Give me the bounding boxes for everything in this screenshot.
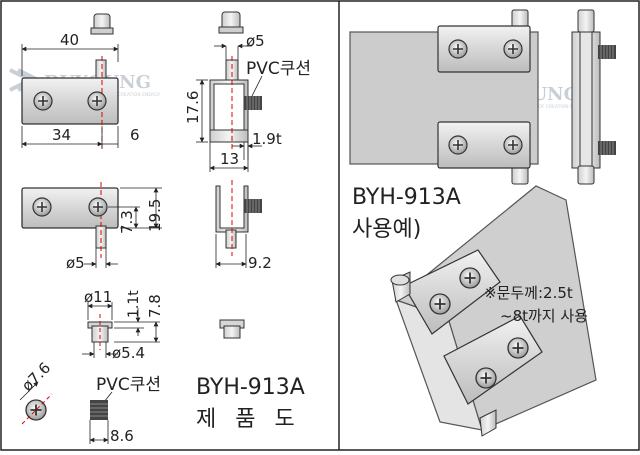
svg-text:6: 6 xyxy=(130,126,140,144)
usage-title: 사용예) xyxy=(352,217,421,242)
side-view-body xyxy=(209,56,263,150)
screw-side-view xyxy=(89,400,109,444)
front-side-view xyxy=(215,180,263,256)
pvc-cushion-part xyxy=(87,314,113,350)
top-view-cap xyxy=(90,13,114,35)
dim-bottom-pin: ø5 xyxy=(66,248,118,272)
dim-cushion-outer: ø11 xyxy=(84,288,113,320)
side-view-cap xyxy=(218,11,244,34)
model-name-right: BYH-913A xyxy=(352,185,461,210)
dim-screw-length: 8.6 xyxy=(110,427,134,445)
svg-text:17.6: 17.6 xyxy=(184,91,202,124)
svg-text:13: 13 xyxy=(220,150,239,168)
dim-40: 40 xyxy=(21,31,119,76)
svg-text:19.5: 19.5 xyxy=(146,199,164,232)
dim-pin-diameter: ø5 xyxy=(214,32,265,62)
pvc-cushion-label-top: PVC쿠션 xyxy=(246,59,311,79)
svg-text:9.2: 9.2 xyxy=(248,254,272,272)
door-thickness-note-line1: ※문두께:2.5t xyxy=(484,284,573,302)
pvc-cushion-label-bottom: PVC쿠션 xyxy=(96,375,161,395)
top-view-plate xyxy=(21,56,119,150)
svg-text:ø7.6: ø7.6 xyxy=(18,359,54,395)
drawing-title: 제 품 도 xyxy=(196,407,301,432)
dim-7-3-19-5: 7.3 19.5 xyxy=(108,187,164,234)
svg-text:ø11: ø11 xyxy=(84,288,112,306)
usage-side-view xyxy=(571,9,617,185)
screw-top-view: ø7.6 xyxy=(18,359,54,425)
dim-9-2: 9.2 xyxy=(215,234,272,272)
svg-text:ø5.4: ø5.4 xyxy=(112,344,145,362)
svg-text:1.1t: 1.1t xyxy=(126,290,142,318)
svg-text:40: 40 xyxy=(60,31,79,49)
svg-text:ø5: ø5 xyxy=(66,254,85,272)
svg-text:1.9t: 1.9t xyxy=(252,130,282,148)
svg-text:7.3: 7.3 xyxy=(118,210,136,234)
usage-door-panel xyxy=(349,9,539,185)
dim-cushion-inner: ø5.4 xyxy=(82,342,145,362)
pvc-leader-top xyxy=(251,75,263,97)
cushion-top-view xyxy=(219,319,245,339)
model-name-left: BYH-913A xyxy=(196,375,305,400)
svg-text:ø5: ø5 xyxy=(246,32,265,50)
dim-cushion-height: 1.1t 7.8 xyxy=(114,290,164,343)
front-view-plate xyxy=(21,182,119,258)
dim-17-6: 17.6 xyxy=(184,79,208,143)
dim-13: 13 xyxy=(209,142,249,172)
door-thickness-note-line2: ~8t까지 사용 xyxy=(500,307,588,325)
svg-text:7.8: 7.8 xyxy=(146,294,164,318)
usage-isometric-view xyxy=(390,185,597,437)
dim-34: 34 6 xyxy=(21,126,140,148)
svg-text:34: 34 xyxy=(52,126,71,144)
